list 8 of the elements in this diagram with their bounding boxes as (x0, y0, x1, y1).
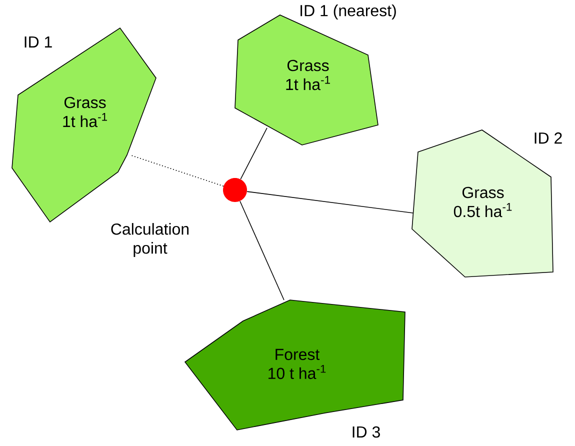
calculation-point (223, 178, 247, 202)
point-label: Calculation point (111, 223, 189, 257)
id-label: ID 1 (24, 36, 52, 48)
connector-line (246, 191, 414, 214)
connector-line (130, 154, 224, 187)
connector-line (240, 128, 268, 180)
id-label: ID 2 (534, 132, 562, 144)
connector-line (240, 200, 284, 300)
